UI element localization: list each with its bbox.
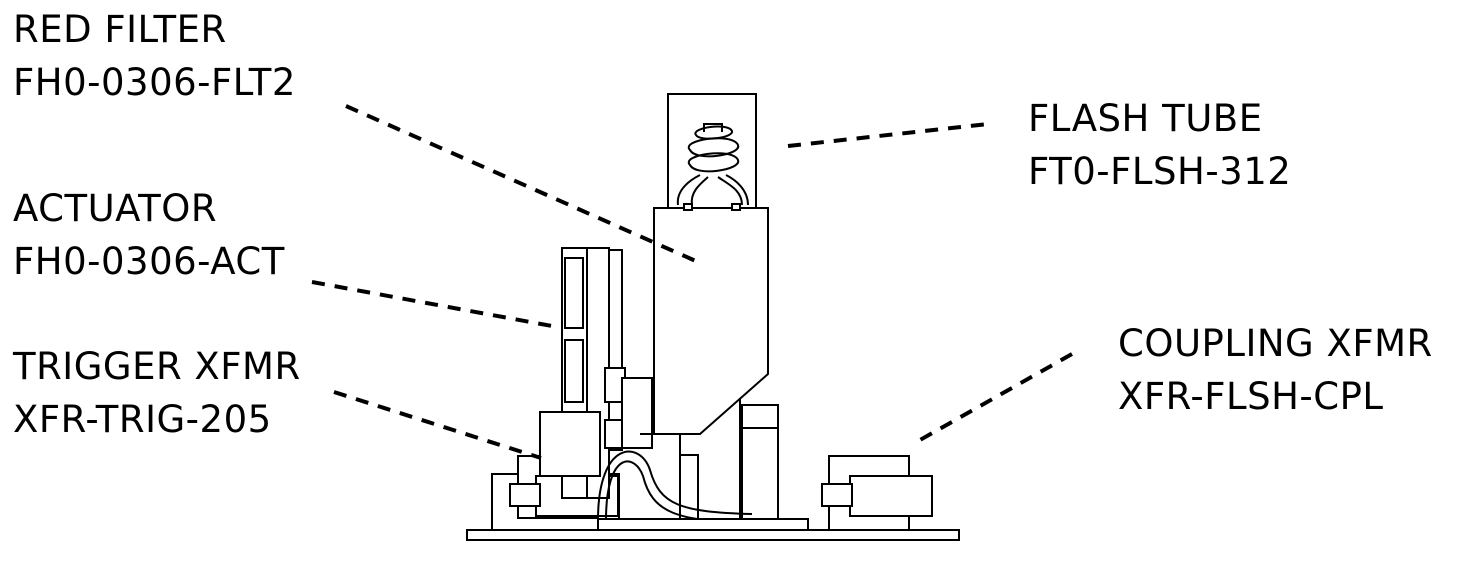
component-lower	[564, 339, 584, 403]
label-trigger-xfmr: TRIGGER XFMR XFR-TRIG-205	[13, 340, 301, 446]
flash-tube-coil	[687, 137, 740, 158]
trigger-xfmr-part: XFR-TRIG-205	[13, 398, 272, 441]
coupling-xfmr-name: COUPLING XFMR	[1118, 322, 1433, 365]
flash-tube-part: FT0-FLSH-312	[1028, 150, 1292, 193]
actuator-arm	[621, 377, 653, 449]
flash-tube-name: FLASH TUBE	[1028, 97, 1263, 140]
label-flash-tube: FLASH TUBE FT0-FLSH-312	[1028, 92, 1291, 198]
trigger-xfmr-name: TRIGGER XFMR	[13, 345, 301, 388]
leader-actuator	[311, 280, 553, 328]
component-upper	[564, 257, 584, 329]
actuator-part: FH0-0306-ACT	[13, 240, 285, 283]
leader-trigger-xfmr	[333, 390, 542, 460]
leader-red-filter	[345, 104, 699, 264]
base-plate	[466, 529, 960, 541]
trigger-transformer-tab	[509, 483, 541, 507]
actuator-body	[653, 207, 769, 435]
post-stub	[679, 454, 699, 526]
coupling-xfmr-part: XFR-FLSH-CPL	[1118, 375, 1384, 418]
actuator-name: ACTUATOR	[13, 187, 218, 230]
label-actuator: ACTUATOR FH0-0306-ACT	[13, 182, 285, 288]
red-filter-part: FH0-0306-FLT2	[13, 61, 296, 104]
leader-flash-tube	[787, 122, 989, 148]
coupling-transformer-tab	[821, 483, 853, 507]
label-coupling-xfmr: COUPLING XFMR XFR-FLSH-CPL	[1118, 317, 1433, 423]
label-red-filter: RED FILTER FH0-0306-FLT2	[13, 3, 296, 109]
wire-sleeve	[597, 518, 809, 531]
red-filter-name: RED FILTER	[13, 8, 227, 51]
lead-wire-outer	[597, 450, 753, 521]
coupling-transformer-core	[849, 475, 933, 517]
leader-coupling-xfmr	[919, 352, 1073, 442]
right-post	[741, 404, 779, 526]
board-bracket	[539, 411, 601, 477]
